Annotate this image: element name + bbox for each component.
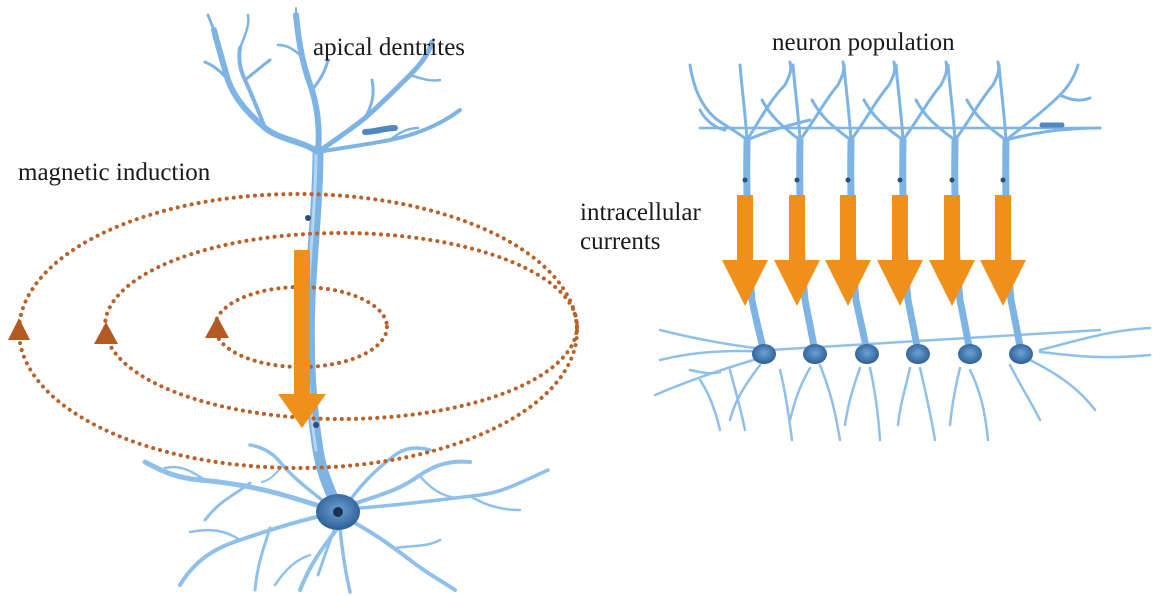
single-neuron	[8, 8, 577, 592]
population-basal-dendrites	[655, 328, 1150, 440]
label-intracellular-line2: currents	[580, 227, 701, 256]
current-arrows-population	[722, 195, 1026, 306]
label-neuron-population: neuron population	[772, 28, 955, 57]
field-arrowhead-outer	[8, 318, 30, 340]
neuron-population	[655, 62, 1150, 440]
current-arrow-4	[877, 195, 923, 306]
current-arrow-2	[774, 195, 820, 306]
label-intracellular-line1: intracellular	[580, 198, 701, 227]
population-apical-dendrites	[690, 62, 1100, 140]
field-arrowhead-middle	[94, 322, 118, 344]
current-arrow-5	[929, 195, 975, 306]
current-arrow-6	[980, 195, 1026, 306]
nucleus	[333, 507, 343, 517]
apical-dendrites	[205, 8, 460, 152]
field-arrowhead-inner	[205, 316, 229, 338]
current-arrow-3	[825, 195, 871, 306]
field-line-middle	[105, 233, 577, 419]
label-apical-dendrites: apical dentrites	[313, 33, 465, 62]
label-magnetic-induction: magnetic induction	[18, 158, 210, 187]
current-arrow-1	[722, 195, 768, 306]
current-arrow-single	[278, 250, 326, 428]
label-intracellular-currents: intracellular currents	[580, 198, 701, 256]
